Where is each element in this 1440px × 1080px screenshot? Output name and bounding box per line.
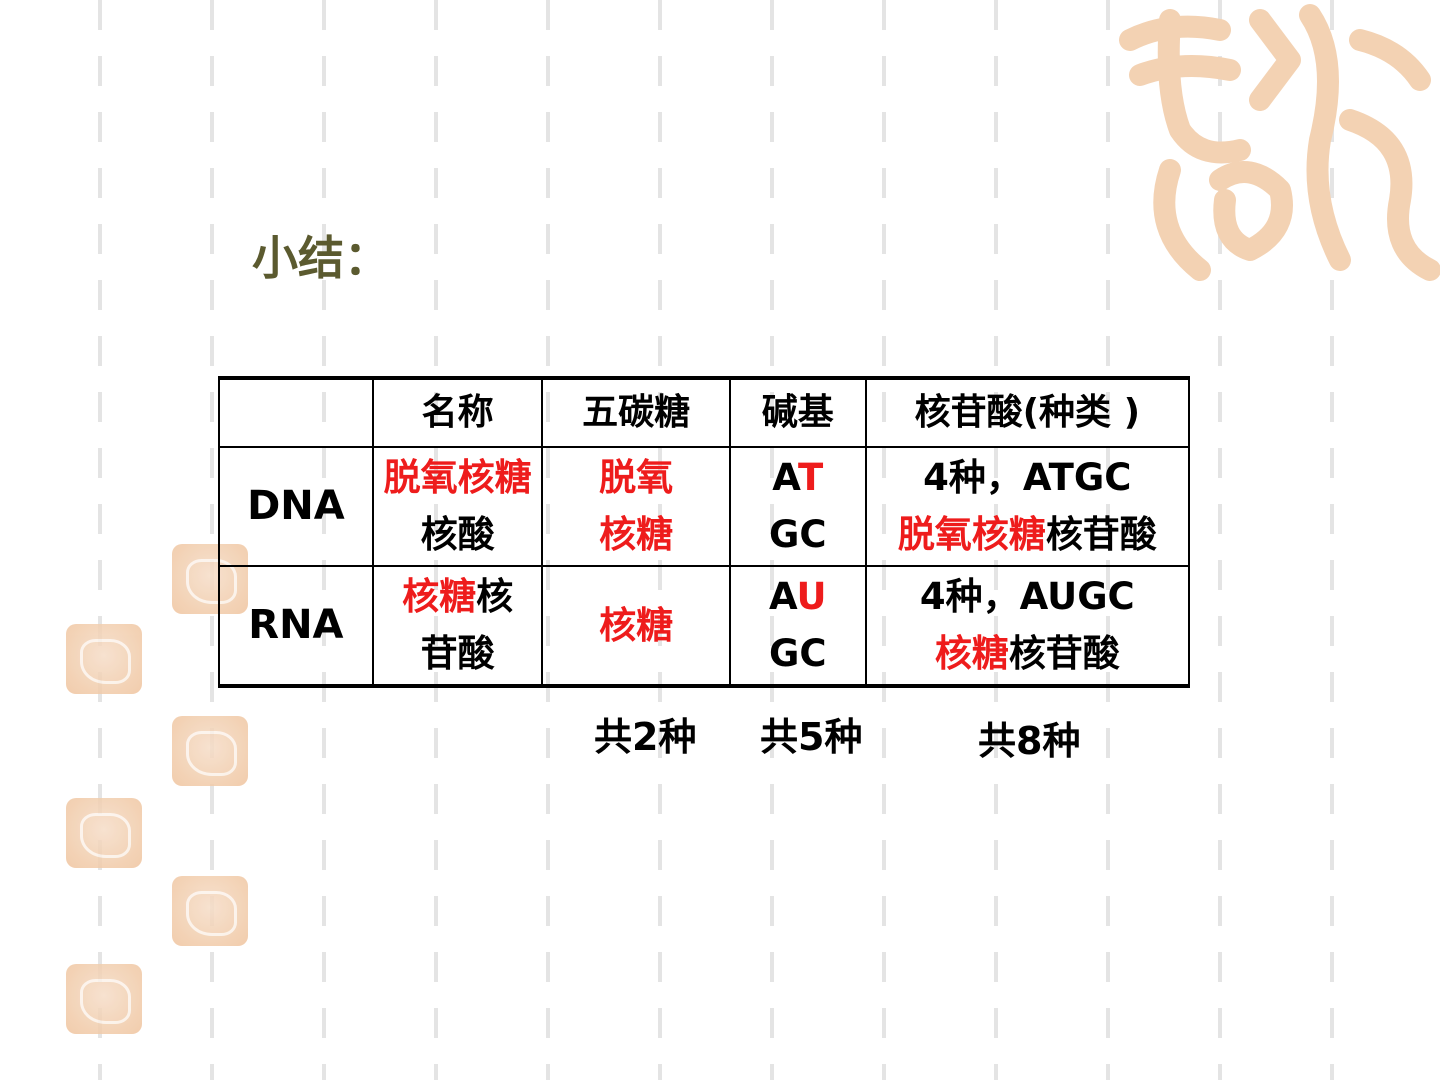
dna-sugar-cell: 脱氧 核糖: [541, 446, 731, 567]
rna-base-gc: GC: [769, 632, 827, 676]
rna-base-cell: AU GC: [728, 564, 867, 689]
total-nucleotide: 共8种: [978, 719, 1081, 763]
seal-icon: [66, 624, 142, 694]
header-cell-name: 名称: [371, 376, 544, 448]
rna-sugar-cell: 核糖: [541, 564, 731, 689]
dna-sugar-line1: 脱氧: [599, 456, 674, 500]
summary-table: 名称 五碳糖 碱基 核苷酸(种类 ) DNA 脱氧核糖 核酸 脱氧 核糖 AT …: [218, 376, 1191, 689]
table-row-rna: RNA 核糖核 苷酸 核糖 AU GC 4种，AUGC 核糖核苷酸: [218, 564, 1191, 689]
rna-nucleotide-black: 核苷酸: [1008, 632, 1120, 676]
header-cell-sugar: 五碳糖: [541, 376, 731, 448]
dna-name-red: 脱氧核糖: [383, 456, 532, 500]
row-label-rna: RNA: [218, 564, 374, 689]
seal-icon: [172, 876, 248, 946]
total-base: 共5种: [760, 715, 863, 759]
rna-name-cell: 核糖核 苷酸: [371, 564, 544, 689]
dna-base-gc: GC: [769, 513, 827, 557]
dna-nucleotide-cell: 4种，ATGC 脱氧核糖核苷酸: [864, 446, 1191, 567]
rna-name-red: 核糖: [402, 575, 477, 619]
rna-base-a: A: [768, 575, 797, 619]
stripe: [210, 0, 214, 1080]
table-row-dna: DNA 脱氧核糖 核酸 脱氧 核糖 AT GC 4种，ATGC 脱氧核糖核苷酸: [218, 446, 1191, 567]
dna-base-cell: AT GC: [728, 446, 867, 567]
seal-icon: [66, 798, 142, 868]
stripe: [1330, 0, 1334, 1080]
dna-nucleotide-red: 脱氧核糖: [897, 513, 1046, 557]
rna-name-black1: 核: [476, 575, 514, 619]
dna-base-t: T: [798, 456, 824, 500]
dna-name-cell: 脱氧核糖 核酸: [371, 446, 544, 567]
rna-name-black2: 苷酸: [420, 632, 495, 676]
seal-icon: [66, 964, 142, 1034]
seal-icon: [172, 716, 248, 786]
dna-nucleotide-line1: 4种，ATGC: [923, 456, 1132, 500]
stripe: [98, 0, 102, 1080]
rna-nucleotide-cell: 4种，AUGC 核糖核苷酸: [864, 564, 1191, 689]
row-label-dna: DNA: [218, 446, 374, 567]
slide-title: 小结：: [252, 231, 390, 285]
dna-nucleotide-black: 核苷酸: [1045, 513, 1157, 557]
header-cell-nucleotide: 核苷酸(种类 ): [864, 376, 1191, 448]
dna-name-black: 核酸: [420, 513, 495, 557]
dna-sugar-line2: 核糖: [599, 513, 674, 557]
rna-nucleotide-line1: 4种，AUGC: [919, 575, 1135, 619]
header-cell-base: 碱基: [728, 376, 867, 448]
rna-sugar: 核糖: [599, 603, 674, 647]
rna-base-u: U: [796, 575, 827, 619]
calligraphy-seal-icon: [1119, 4, 1440, 281]
stripe: [1218, 0, 1222, 1080]
table-header-row: 名称 五碳糖 碱基 核苷酸(种类 ): [218, 376, 1191, 448]
total-sugar: 共2种: [594, 715, 697, 759]
header-cell-empty: [218, 376, 374, 448]
rna-nucleotide-red: 核糖: [934, 632, 1009, 676]
dna-base-a: A: [772, 456, 799, 500]
